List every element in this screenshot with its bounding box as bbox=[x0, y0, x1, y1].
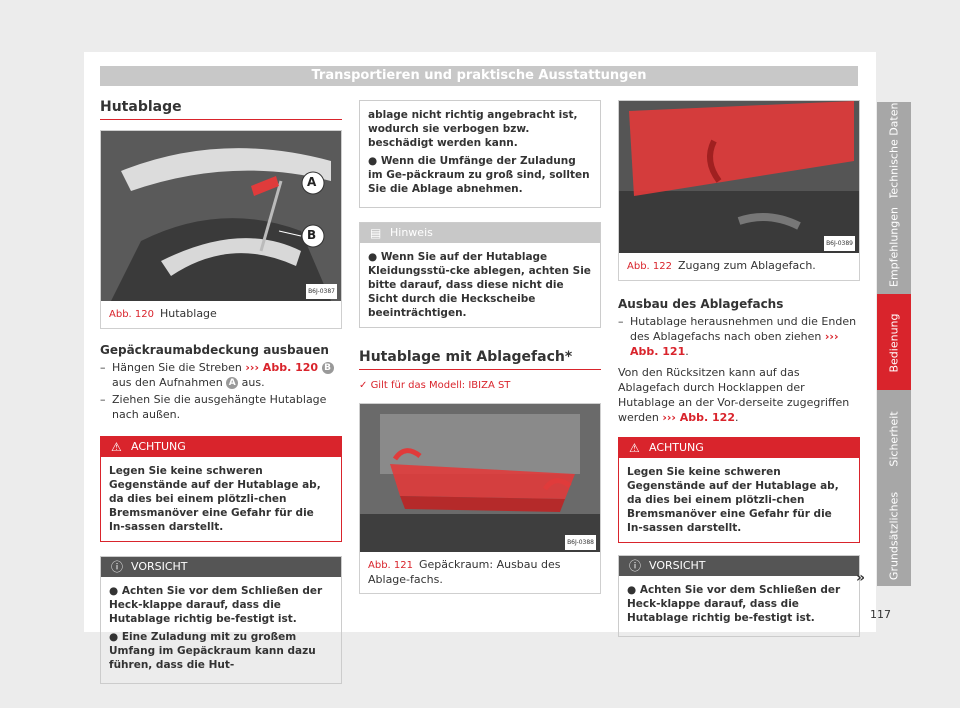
caution-header: ⓘ VORSICHT bbox=[101, 557, 341, 577]
figure-122: B6J-0389 Abb. 122 Zugang zum Ablagefach. bbox=[618, 100, 860, 281]
marker-a-inline: A bbox=[226, 377, 239, 389]
section-divider bbox=[359, 369, 601, 370]
figure-caption-text: Zugang zum Ablagefach. bbox=[677, 259, 816, 272]
step-text: aus den Aufnahmen bbox=[112, 376, 223, 389]
warning-box: ⚠ ACHTUNG Legen Sie keine schweren Gegens… bbox=[100, 436, 342, 542]
figure-121-image: B6J-0388 bbox=[360, 404, 600, 552]
tab-grundsaetzliches[interactable]: Grundsätzliches bbox=[877, 486, 911, 586]
step-text: aus. bbox=[241, 376, 265, 389]
figure-label: Abb. 121 bbox=[368, 560, 413, 571]
warning-triangle-icon: ⚠ bbox=[111, 440, 122, 454]
caution-body: ● Achten Sie vor dem Schließen der Heck-… bbox=[627, 584, 841, 624]
section-title-ablagefach: Hutablage mit Ablagefach* bbox=[359, 349, 573, 365]
paragraph-text: . bbox=[735, 411, 739, 424]
xref-abb-122[interactable]: ››› Abb. 122 bbox=[662, 411, 735, 424]
caution-bullet: Achten Sie vor dem Schließen der Heck-kl… bbox=[627, 584, 841, 624]
section-title-hutablage: Hutablage bbox=[100, 99, 182, 115]
info-circle-icon: ⓘ bbox=[629, 559, 642, 573]
figure-120: B6J-0387 A B Abb. 120 Hutablage bbox=[100, 130, 342, 329]
caution-box-continued: ablage nicht richtig angebracht ist, wod… bbox=[359, 100, 601, 208]
page-header: Transportieren und praktische Ausstattun… bbox=[100, 66, 858, 86]
warning-title: ACHTUNG bbox=[649, 441, 704, 454]
caution-bullet: Wenn die Umfänge der Zuladung im Ge-päck… bbox=[368, 155, 590, 195]
tab-bedienung[interactable]: Bedienung bbox=[877, 294, 911, 392]
applies-text: Gilt für das Modell: IBIZA ST bbox=[370, 380, 511, 391]
paragraph-access: Von den Rücksitzen kann auf das Ablagefa… bbox=[618, 365, 860, 425]
caution-box: ⓘ VORSICHT ● Achten Sie vor dem Schließen… bbox=[618, 555, 860, 637]
warning-text: Legen Sie keine schweren Gegenstände auf… bbox=[627, 466, 839, 534]
figure-label: Abb. 122 bbox=[627, 261, 672, 272]
note-box: ▤ Hinweis ● Wenn Sie auf der Hutablage Kl… bbox=[359, 222, 601, 328]
caution-bullet: Achten Sie vor dem Schließen der Heck-kl… bbox=[109, 585, 323, 625]
step-text: Hängen Sie die Streben bbox=[112, 361, 242, 374]
step-2: –Ziehen Sie die ausgehängte Hutablage na… bbox=[100, 392, 342, 422]
xref-abb-120[interactable]: ››› Abb. 120 bbox=[245, 361, 319, 374]
step-text: Hutablage herausnehmen und die Enden des… bbox=[630, 315, 857, 343]
marker-b-inline: B bbox=[321, 362, 334, 374]
page-number: 117 bbox=[870, 608, 891, 621]
tab-label: Bedienung bbox=[887, 313, 901, 373]
column-left: Hutablage B6J-0387 A B Abb. 120 Hutablage… bbox=[100, 96, 342, 684]
note-header: ▤ Hinweis bbox=[360, 223, 600, 243]
warning-box: ⚠ ACHTUNG Legen Sie keine schweren Gegens… bbox=[618, 437, 860, 543]
warning-header: ⚠ ACHTUNG bbox=[101, 437, 341, 457]
note-title: Hinweis bbox=[390, 226, 433, 239]
note-body: ● Wenn Sie auf der Hutablage Kleidungsst… bbox=[368, 251, 591, 319]
caution-title: VORSICHT bbox=[649, 559, 706, 572]
subhead-ausbau-ablagefach: Ausbau des Ablagefachs bbox=[618, 297, 784, 311]
figure-122-image: B6J-0389 bbox=[619, 101, 859, 253]
caution-box: ⓘ VORSICHT ● Achten Sie vor dem Schließen… bbox=[100, 556, 342, 684]
caution-header: ⓘ VORSICHT bbox=[619, 556, 859, 576]
column-middle: ablage nicht richtig angebracht ist, wod… bbox=[359, 100, 601, 594]
warning-title: ACHTUNG bbox=[131, 440, 186, 453]
figure-121-illustration bbox=[360, 404, 600, 552]
caution-body-continued: ablage nicht richtig angebracht ist, wod… bbox=[360, 101, 600, 207]
xref-abb-121[interactable]: ››› Abb. 121 bbox=[630, 330, 839, 358]
figure-label: Abb. 120 bbox=[109, 309, 154, 320]
paragraph-text: Von den Rücksitzen kann auf das Ablagefa… bbox=[618, 366, 850, 424]
tab-technische-daten[interactable]: Technische Daten bbox=[877, 102, 911, 200]
note-text: Wenn Sie auf der Hutablage Kleidungsstü-… bbox=[368, 251, 591, 319]
warning-header: ⚠ ACHTUNG bbox=[619, 438, 859, 458]
caution-continued-text: ablage nicht richtig angebracht ist, wod… bbox=[368, 109, 578, 149]
subhead-ausbauen: Gepäckraumabdeckung ausbauen bbox=[100, 343, 329, 357]
step-text: Ziehen Sie die ausgehängte Hutablage nac… bbox=[112, 393, 327, 421]
marker-a: A bbox=[307, 175, 317, 189]
step-1: – Hängen Sie die Streben ››› Abb. 120 B … bbox=[100, 360, 342, 390]
figure-code: B6J-0387 bbox=[306, 284, 337, 299]
tab-empfehlungen[interactable]: Empfehlungen bbox=[877, 198, 911, 296]
figure-caption-text: Hutablage bbox=[159, 307, 217, 320]
caution-bullet: Eine Zuladung mit zu großem Umfang im Ge… bbox=[109, 631, 316, 671]
tab-label: Grundsätzliches bbox=[887, 491, 901, 581]
warning-triangle-icon: ⚠ bbox=[629, 441, 640, 455]
step-text: . bbox=[685, 345, 689, 358]
section-divider bbox=[100, 119, 342, 120]
tab-sicherheit[interactable]: Sicherheit bbox=[877, 390, 911, 488]
marker-b: B bbox=[307, 228, 317, 242]
note-icon: ▤ bbox=[370, 226, 382, 240]
warning-text: Legen Sie keine schweren Gegenstände auf… bbox=[109, 465, 321, 533]
figure-120-caption: Abb. 120 Hutablage bbox=[101, 301, 341, 328]
caution-title: VORSICHT bbox=[131, 560, 188, 573]
tab-label: Empfehlungen bbox=[887, 207, 901, 287]
figure-120-illustration bbox=[101, 131, 341, 301]
figure-code: B6J-0389 bbox=[824, 236, 855, 251]
figure-122-caption: Abb. 122 Zugang zum Ablagefach. bbox=[619, 253, 859, 280]
step-1: – Hutablage herausnehmen und die Enden d… bbox=[618, 315, 857, 358]
figure-120-image: B6J-0387 A B bbox=[101, 131, 341, 301]
figure-caption-text: Gepäckraum: Ausbau des Ablage-fachs. bbox=[368, 558, 561, 586]
info-circle-icon: ⓘ bbox=[111, 560, 124, 574]
continue-mark: » bbox=[856, 570, 866, 586]
tab-label: Technische Daten bbox=[887, 102, 901, 200]
caution-body: ● Achten Sie vor dem Schließen der Heck-… bbox=[109, 585, 323, 671]
figure-code: B6J-0388 bbox=[565, 535, 596, 550]
tab-label: Sicherheit bbox=[887, 411, 901, 467]
figure-122-illustration bbox=[619, 101, 859, 253]
applies-to: ✓ Gilt für das Modell: IBIZA ST bbox=[359, 380, 511, 391]
